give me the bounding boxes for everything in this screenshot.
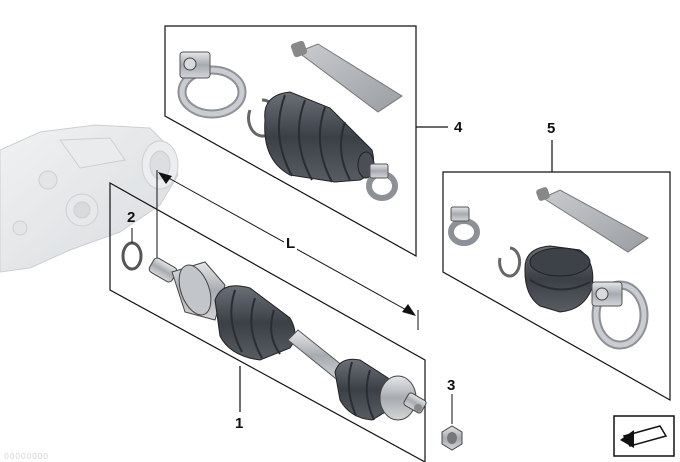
hose-clamp-large-kit5 [591, 280, 649, 350]
callout-3: 3 [447, 377, 456, 394]
callout-2: 2 [127, 209, 136, 226]
callout-1: 1 [235, 415, 244, 432]
arrow-in-box-icon [613, 415, 675, 457]
callout-4: 4 [454, 119, 463, 136]
watermark-text: 00000000 [4, 452, 49, 461]
grease-tube-kit5 [536, 187, 649, 253]
collar-nut [441, 394, 463, 451]
drive-shaft-boot-large [264, 91, 375, 183]
outer-cv-joint [379, 375, 427, 421]
outer-boot [334, 358, 395, 421]
hose-clamp-large [177, 51, 247, 119]
outer-boot-kit-frame [164, 25, 448, 258]
inner-boot-kit-frame [442, 140, 671, 402]
transfer-case-housing [0, 124, 179, 273]
inner-tripod-joint [148, 257, 226, 321]
grease-tube [290, 40, 403, 113]
shaft-assembly-frame [109, 181, 426, 462]
circlip-part [121, 228, 143, 271]
drive-shaft-boot-small [524, 245, 594, 313]
hose-clamp-small-kit5 [448, 206, 480, 246]
hose-clamp-small [366, 163, 398, 201]
dimension-label-l: L [284, 235, 298, 252]
callout-5: 5 [547, 120, 556, 137]
inner-boot [214, 285, 296, 361]
circlip-ring-kit5 [498, 246, 522, 278]
